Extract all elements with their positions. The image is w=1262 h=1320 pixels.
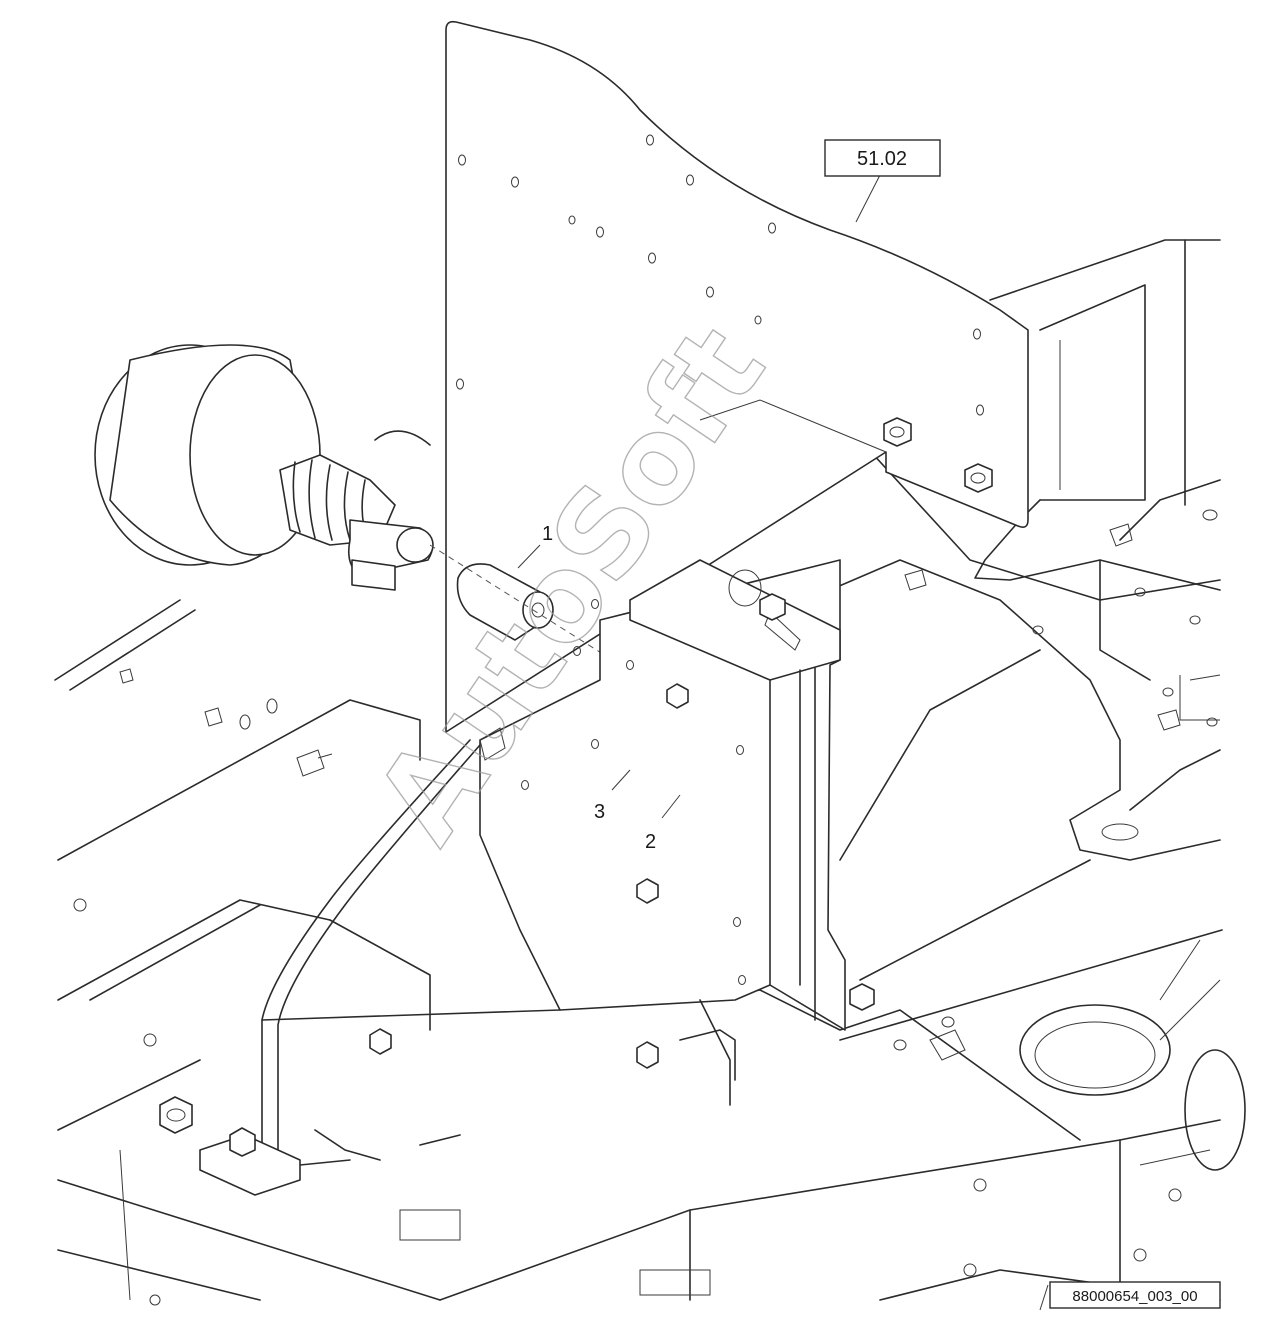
lower-plate: [159, 739, 966, 1196]
beacon-lamp: [94, 344, 434, 591]
plate-bolts: [883, 417, 993, 493]
callout-2: 2: [645, 794, 681, 853]
base-frame: [54, 599, 1246, 1306]
callout-1: 1: [517, 523, 553, 569]
callout-3: 3: [594, 769, 631, 823]
floor-slots: [119, 668, 506, 777]
mounting-plate: [445, 20, 1029, 733]
drawing-id: 88000654_003_00: [1039, 1281, 1221, 1311]
reference-box[interactable]: 51.02: [824, 139, 941, 223]
callout-label-3: 3: [594, 801, 605, 823]
spacer-sleeve: [456, 563, 554, 641]
assembly-axis: [429, 544, 661, 691]
central-bracket: [479, 559, 875, 1031]
drawing-id-label: 88000654_003_00: [1072, 1288, 1197, 1305]
reference-label: 51.02: [857, 148, 907, 170]
callout-label-1: 1: [542, 523, 553, 545]
callout-label-2: 2: [645, 831, 656, 853]
